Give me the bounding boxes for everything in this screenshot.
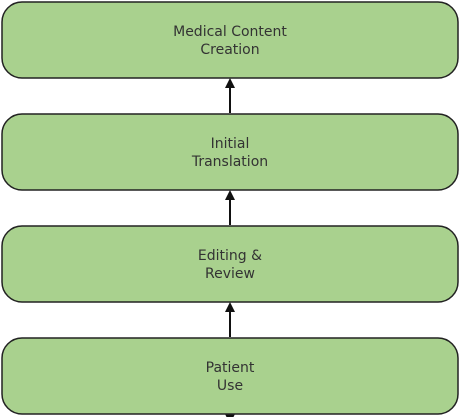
node-label-line: Initial [211, 136, 250, 152]
node-box [1, 337, 459, 415]
node-box [1, 225, 459, 303]
node-box [1, 113, 459, 191]
node-label-line: Editing & [198, 248, 262, 264]
node-label-line: Use [217, 378, 243, 394]
node-label-line: Creation [200, 42, 259, 58]
node-box [1, 1, 459, 79]
node-editing-review: Editing & Review [1, 225, 459, 303]
node-label-line: Medical Content [173, 24, 287, 40]
node-label-line: Review [205, 266, 255, 282]
node-label-line: Patient [206, 360, 255, 376]
node-label-line: Translation [191, 154, 268, 170]
